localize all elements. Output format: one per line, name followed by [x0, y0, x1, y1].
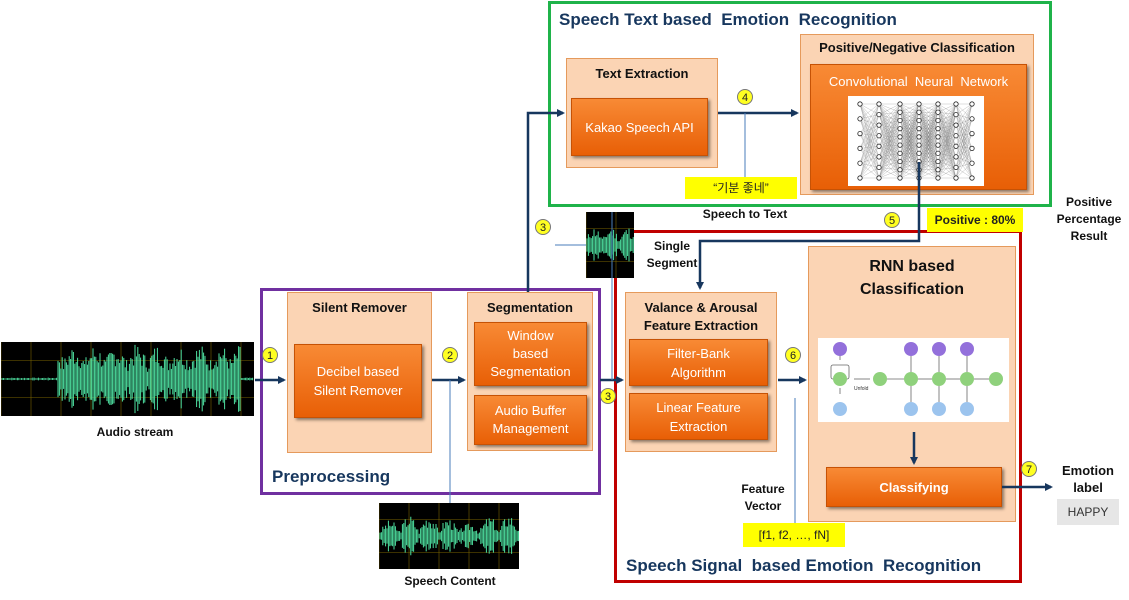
feature-extraction-title: Valance & Arousal Feature Extraction	[643, 300, 759, 333]
cnn-network-image	[848, 96, 984, 186]
positive-result-label: Positive Percentage Result	[1056, 195, 1122, 243]
rnn-diagram-image: Unfold	[818, 338, 1009, 422]
decibel-silent-remover-box: Decibel based Silent Remover	[294, 344, 422, 418]
text-recognition-title: Speech Text based Emotion Recognition	[559, 10, 897, 29]
text-recognition-frame	[548, 1, 1052, 207]
linear-feature-box: Linear Feature Extraction	[629, 393, 768, 440]
audio-stream-waveform	[1, 342, 254, 416]
korean-text-box: “기분 좋네”	[685, 177, 797, 199]
positive-value-box: Positive : 80%	[927, 208, 1023, 232]
emotion-value-box: HAPPY	[1057, 499, 1119, 525]
silent-remover-title: Silent Remover	[312, 300, 407, 315]
text-extraction-title: Text Extraction	[595, 66, 689, 81]
speech-content-waveform	[379, 503, 519, 569]
speech-content-label: Speech Content	[404, 574, 496, 588]
speech-to-text-label: Speech to Text	[702, 207, 788, 221]
step-3-marker-top: 3	[535, 219, 551, 235]
audio-buffer-box: Audio Buffer Management	[474, 395, 587, 445]
feature-vector-box: [f1, f2, …, fN]	[743, 523, 845, 547]
signal-recognition-title: Speech Signal based Emotion Recognition	[626, 556, 982, 575]
audio-stream-label: Audio stream	[96, 425, 174, 439]
step-1-marker: 1	[262, 347, 278, 363]
single-segment-waveform	[586, 212, 634, 278]
step-5-marker: 5	[884, 212, 900, 228]
cnn-title: Convolutional Neural Network	[828, 74, 1009, 89]
step-3-marker-bottom: 3	[600, 388, 616, 404]
classification-title: Positive/Negative Classification	[819, 40, 1015, 55]
rnn-title: RNN based Classification	[859, 258, 965, 298]
classifying-box: Classifying	[826, 467, 1002, 507]
kakao-api-box: Kakao Speech API	[571, 98, 708, 156]
arrow-segmentation-to-text	[526, 109, 565, 292]
feature-vector-label: Feature Vector	[741, 482, 785, 513]
neural-network-icon	[857, 101, 975, 181]
emotion-label-title: Emotion label	[1062, 463, 1114, 495]
filter-bank-box: Filter-Bank Algorithm	[629, 339, 768, 386]
single-segment-label: Single Segment	[646, 239, 698, 270]
step-4-marker: 4	[737, 89, 753, 105]
step-7-marker: 7	[1021, 461, 1037, 477]
arrow-cnn-to-feature	[696, 162, 921, 290]
segmentation-title: Segmentation	[487, 300, 573, 315]
step-6-marker: 6	[785, 347, 801, 363]
preprocessing-frame	[260, 288, 601, 495]
window-segmentation-box: Window based Segmentation	[474, 322, 587, 386]
signal-recognition-frame	[614, 230, 1022, 583]
step-2-marker: 2	[442, 347, 458, 363]
svg-text:Unfold: Unfold	[854, 386, 869, 392]
rnn-unfold-icon: Unfold	[830, 342, 1003, 416]
preprocessing-title: Preprocessing	[272, 467, 391, 486]
